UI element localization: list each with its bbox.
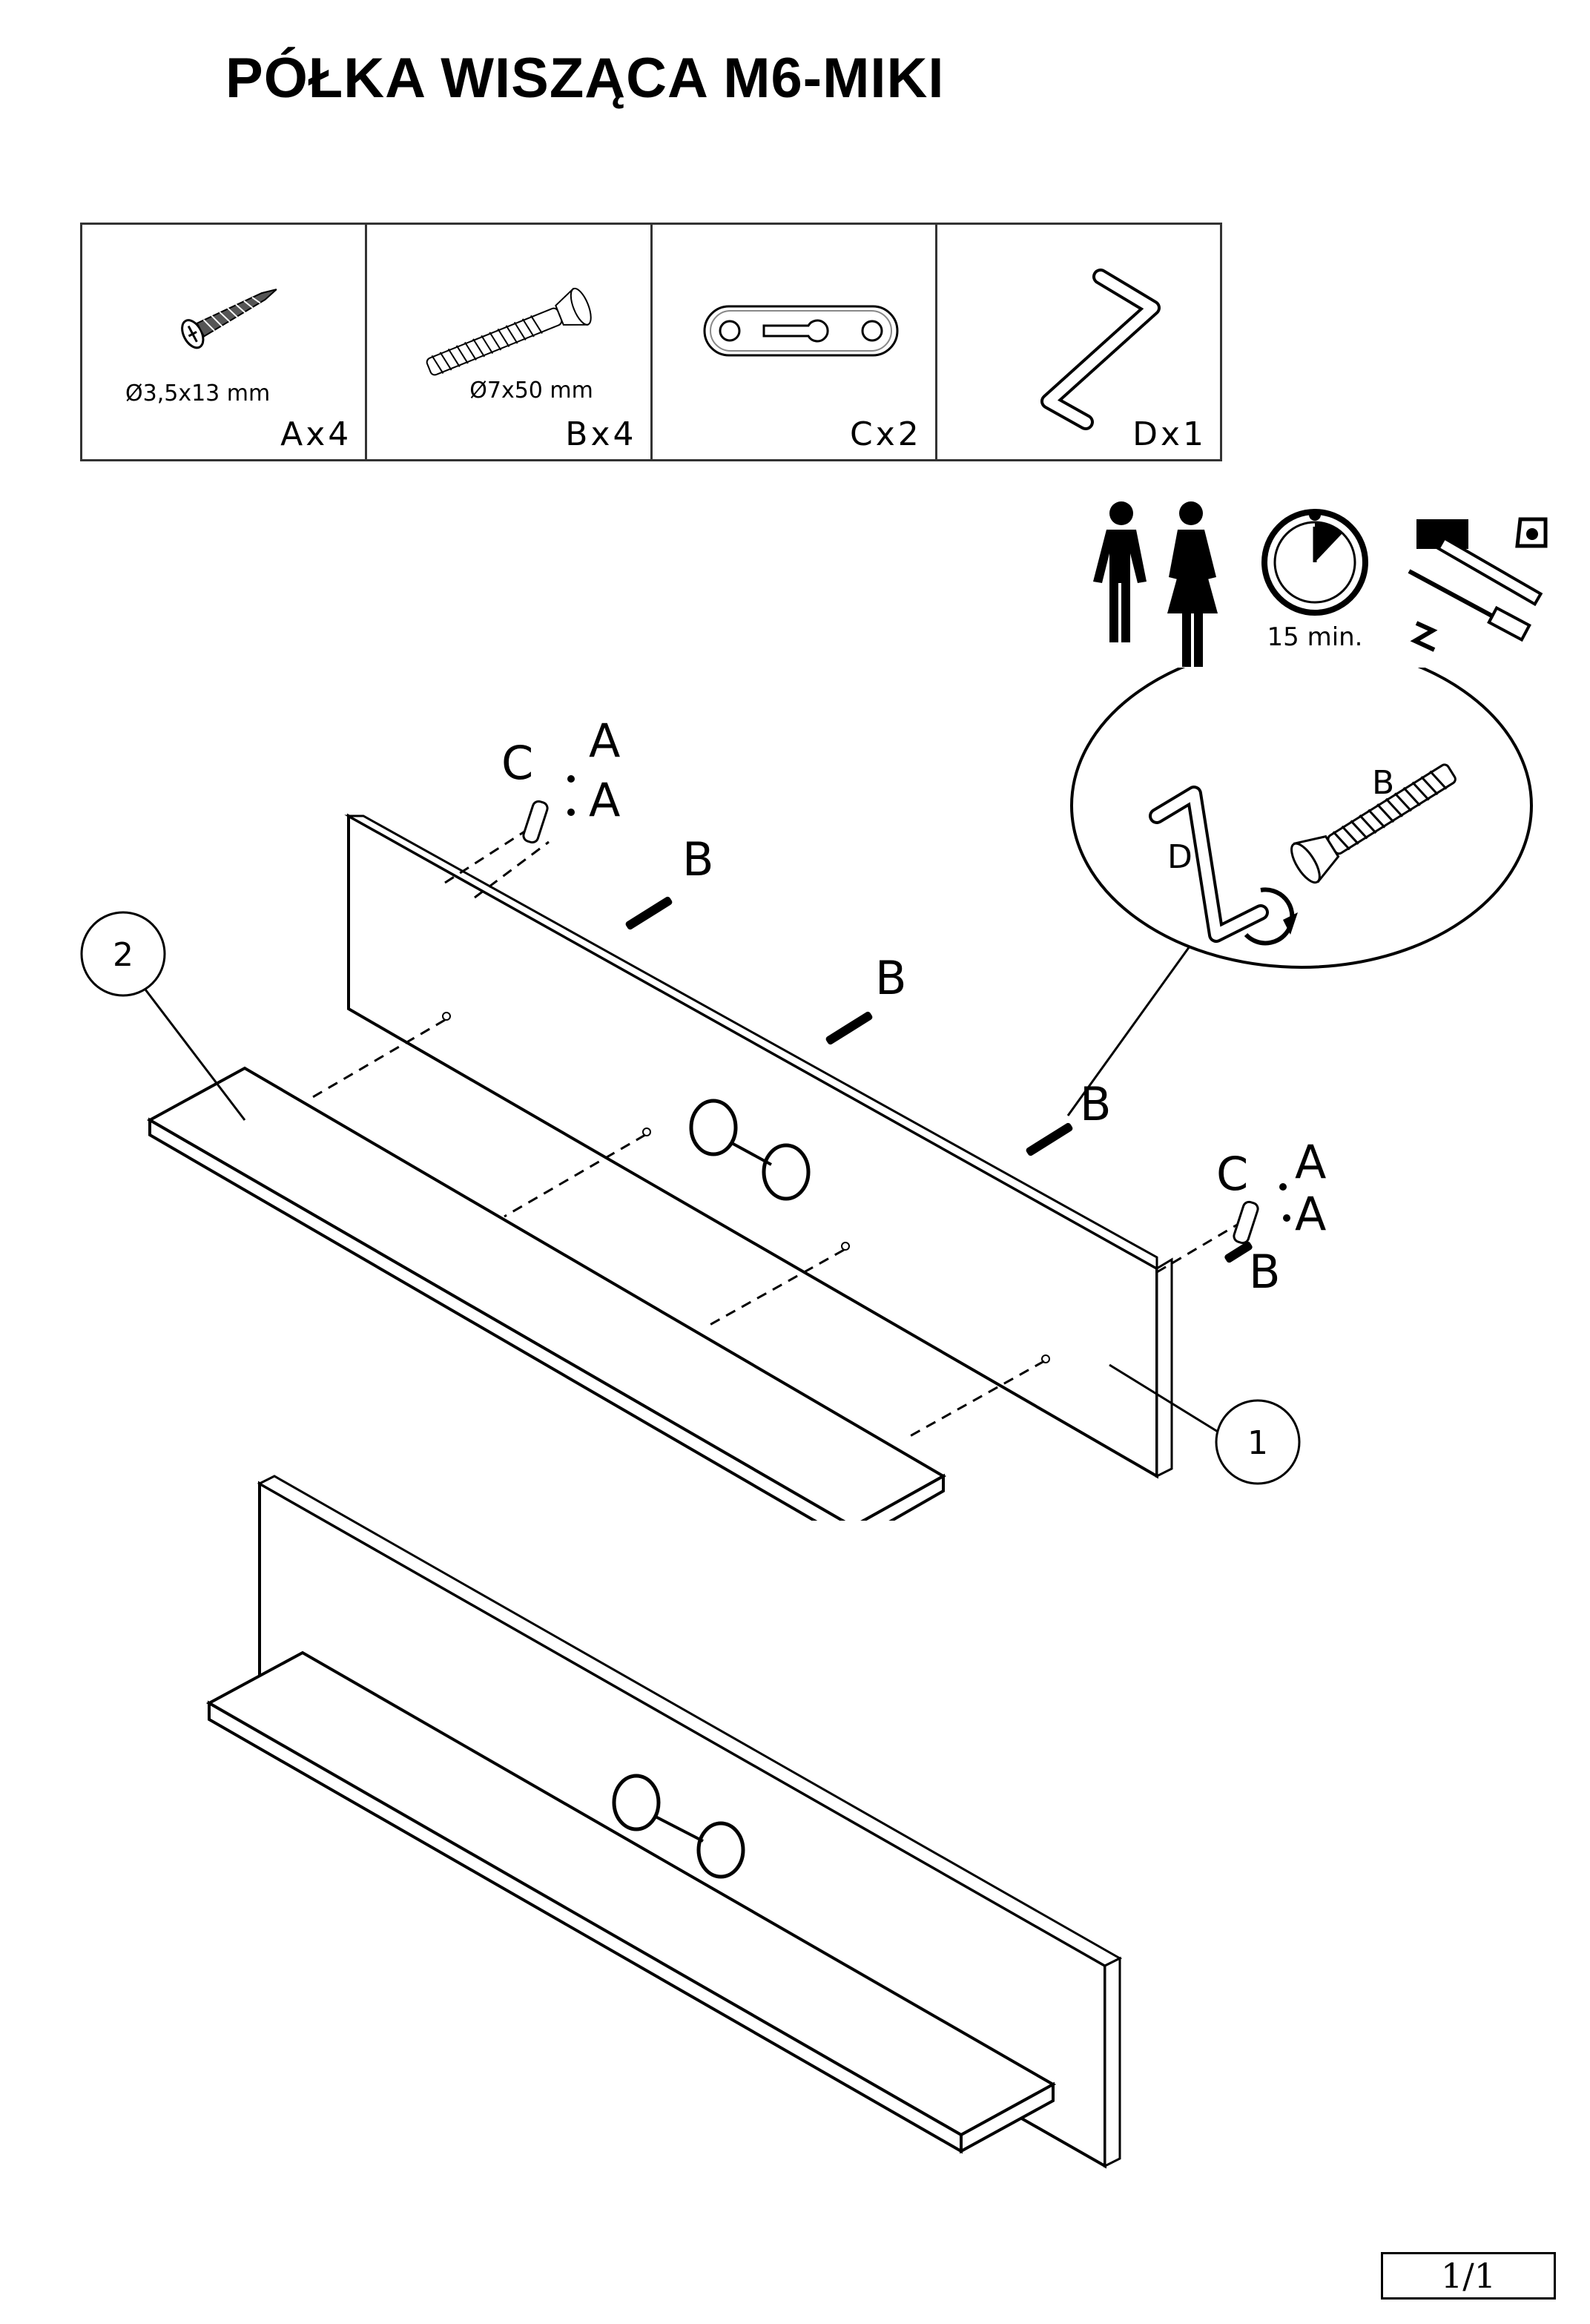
confirmat-bolt-icon xyxy=(1290,763,1457,884)
part-number-1: 1 xyxy=(1247,1424,1268,1462)
shelf-board xyxy=(146,1066,947,1521)
label-a: A xyxy=(1295,1135,1326,1189)
hanging-bracket-icon xyxy=(703,305,898,357)
label-c: C xyxy=(501,736,533,790)
part-callout-1: 1 xyxy=(1109,1363,1301,1485)
part-number-2: 2 xyxy=(113,936,133,974)
exploded-assembly-diagram: C A A B B B C A A B 2 1 xyxy=(80,668,1533,1521)
requirements-panel: 15 min. xyxy=(1093,501,1548,667)
clock-icon xyxy=(1261,509,1368,616)
label-c: C xyxy=(1216,1147,1248,1201)
hardware-cell-d: Dx1 xyxy=(937,225,1220,459)
detail-bubble: D B xyxy=(1066,668,1533,1116)
label-b: B xyxy=(1372,764,1394,802)
label-b: B xyxy=(875,951,907,1005)
bracket-c-markers xyxy=(522,775,1290,1245)
hardware-quantity: Ax4 xyxy=(280,415,352,453)
assembly-time: 15 min. xyxy=(1267,622,1363,652)
wood-screw-icon xyxy=(181,289,277,349)
part-callout-2: 2 xyxy=(80,911,246,1121)
label-b: B xyxy=(682,832,714,886)
back-panel xyxy=(344,813,1173,1479)
hardware-cell-b: Ø7x50 mm Bx4 xyxy=(367,225,653,459)
hardware-quantity: Bx4 xyxy=(565,415,637,453)
hardware-quantity: Dx1 xyxy=(1132,415,1207,453)
document-title: PÓŁKA WISZĄCA M6-MIKI xyxy=(225,47,945,110)
label-d: D xyxy=(1167,838,1192,876)
hardware-dimension: Ø3,5x13 mm xyxy=(125,381,271,406)
hardware-cell-a: Ø3,5x13 mm Ax4 xyxy=(82,225,368,459)
label-b: B xyxy=(1249,1245,1281,1299)
bolt-b-markers xyxy=(625,896,1253,1263)
hardware-table: Ø3,5x13 mm Ax4 Ø7x50 mm Bx4 xyxy=(80,223,1222,461)
page-number: 1/1 xyxy=(1381,2252,1556,2300)
confirmat-bolt-icon xyxy=(426,287,592,376)
label-a: A xyxy=(589,714,620,768)
two-people-icon xyxy=(1093,501,1218,667)
assembled-shelf-diagram xyxy=(205,1475,1123,2169)
tools-icon xyxy=(1408,517,1548,652)
hex-key-icon xyxy=(1040,269,1161,430)
alignment-lines xyxy=(311,814,1239,1441)
hardware-quantity: Cx2 xyxy=(849,415,922,453)
label-a: A xyxy=(589,773,620,827)
label-a: A xyxy=(1295,1187,1326,1241)
hardware-cell-c: Cx2 xyxy=(653,225,937,459)
hardware-dimension: Ø7x50 mm xyxy=(469,378,593,404)
label-b: B xyxy=(1080,1077,1112,1131)
